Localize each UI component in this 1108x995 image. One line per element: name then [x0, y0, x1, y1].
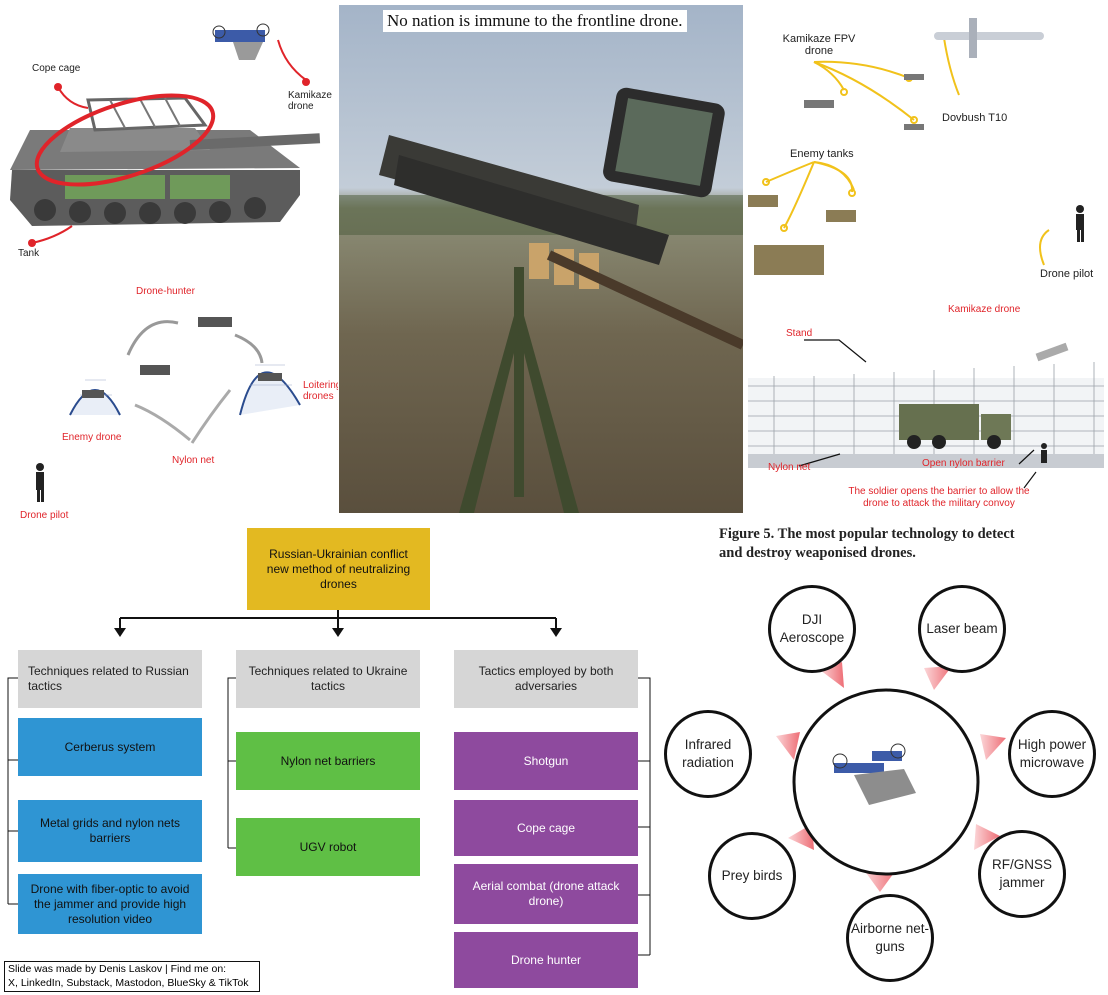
net-panel: Drone-hunter Loitering drones Enemy dron… — [0, 275, 338, 525]
col1-header: Techniques related to Russian tactics — [18, 650, 202, 708]
label-soldier-note: The soldier opens the barrier to allow t… — [848, 486, 1030, 509]
label-cope-cage: Cope cage — [32, 63, 81, 74]
figure5-arrows — [776, 662, 1006, 892]
circle-laser-beam: Laser beam — [918, 585, 1006, 673]
label-enemy-tanks: Enemy tanks — [790, 148, 854, 160]
net-illustration — [36, 317, 301, 502]
circle-dji-aeroscope: DJI Aeroscope — [768, 585, 856, 673]
label-dovbush: Dovbush T10 — [942, 112, 1008, 124]
label-barrier-kamikaze: Kamikaze drone — [948, 304, 1021, 315]
circle-infrared: Infrared radiation — [664, 710, 752, 798]
turret-illustration — [339, 87, 743, 513]
label-kamikaze-drone: Kamikaze drone — [288, 90, 332, 112]
fpv-panel: Kamikaze FPV drone Dovbush T10 Enemy tan… — [744, 0, 1108, 295]
label-stand: Stand — [786, 328, 813, 339]
figure5: Figure 5. The most popular technology to… — [664, 520, 1108, 995]
col3-item-2: Cope cage — [454, 800, 638, 856]
circle-rf-jammer: RF/GNSS jammer — [978, 830, 1066, 918]
tank-panel: Cope cage Kamikaze drone Tank — [0, 0, 338, 270]
col2-item-1: Nylon net barriers — [236, 732, 420, 790]
label-nylon-net: Nylon net — [172, 455, 215, 466]
label-loitering-drones: Loitering drones — [303, 380, 338, 402]
col1-item-1: Cerberus system — [18, 718, 202, 776]
photo-caption: No nation is immune to the frontline dro… — [383, 10, 687, 32]
col2-item-2: UGV robot — [236, 818, 420, 876]
label-kamikaze-fpv: Kamikaze FPV drone — [782, 33, 856, 57]
credit-box: Slide was made by Denis Laskov | Find me… — [4, 961, 260, 993]
circle-net-guns: Airborne net-guns — [846, 894, 934, 982]
tank-illustration — [10, 23, 321, 247]
col1-item-2: Metal grids and nylon nets barriers — [18, 800, 202, 862]
label-drone-pilot-right: Drone pilot — [1040, 268, 1094, 280]
label-tank: Tank — [18, 248, 40, 259]
col3-item-3: Aerial combat (drone attack drone) — [454, 864, 638, 924]
label-drone-hunter: Drone-hunter — [136, 286, 195, 297]
figure5-title-2: and destroy weaponised drones. — [719, 545, 916, 561]
flowchart-root: Russian-Ukrainian conflict new method of… — [247, 528, 430, 610]
label-enemy-drone: Enemy drone — [62, 432, 122, 443]
col1-item-3: Drone with fiber-optic to avoid the jamm… — [18, 874, 202, 934]
frontline-photo: No nation is immune to the frontline dro… — [339, 5, 743, 513]
barrier-panel: Kamikaze drone Stand Nylon net Open nylo… — [744, 296, 1108, 518]
col2-header: Techniques related to Ukraine tactics — [236, 650, 420, 708]
circle-microwave: High power microwave — [1008, 710, 1096, 798]
figure5-title-1: Figure 5. The most popular technology to… — [719, 526, 1015, 542]
col3-item-1: Shotgun — [454, 732, 638, 790]
circle-prey-birds: Prey birds — [708, 832, 796, 920]
label-open-barrier: Open nylon barrier — [922, 458, 1005, 469]
barrier-illustration — [748, 339, 1104, 489]
flowchart-connectors — [7, 610, 651, 956]
col3-header: Tactics employed by both adversaries — [454, 650, 638, 708]
col3-item-4: Drone hunter — [454, 932, 638, 988]
credit-line-1: Slide was made by Denis Laskov | Find me… — [8, 963, 227, 975]
credit-line-2: X, LinkedIn, Substack, Mastodon, BlueSky… — [8, 976, 249, 989]
label-drone-pilot-left: Drone pilot — [20, 510, 69, 521]
fpv-illustration — [748, 18, 1084, 275]
label-barrier-nylon-net: Nylon net — [768, 462, 811, 473]
flowchart: Russian-Ukrainian conflict new method of… — [0, 520, 664, 995]
